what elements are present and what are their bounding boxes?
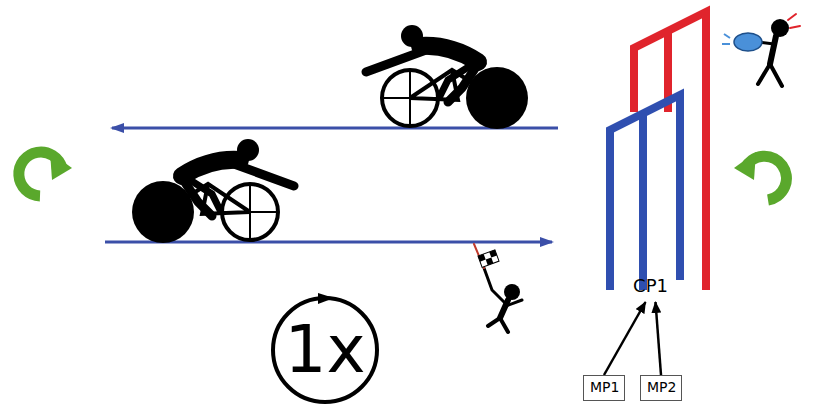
control-point: CP1 — [629, 274, 672, 300]
node-label: MP2 — [647, 380, 675, 395]
signal-arrow — [656, 302, 662, 375]
signal-arrow — [604, 302, 646, 375]
measure-point-box: MP2 — [640, 375, 682, 401]
node-label: CP1 — [633, 276, 668, 296]
node-label: 1x — [284, 314, 365, 387]
node-label: MP1 — [590, 380, 618, 395]
lap-count-circle: 1x — [271, 296, 379, 404]
measure-point-box: MP1 — [583, 375, 625, 401]
